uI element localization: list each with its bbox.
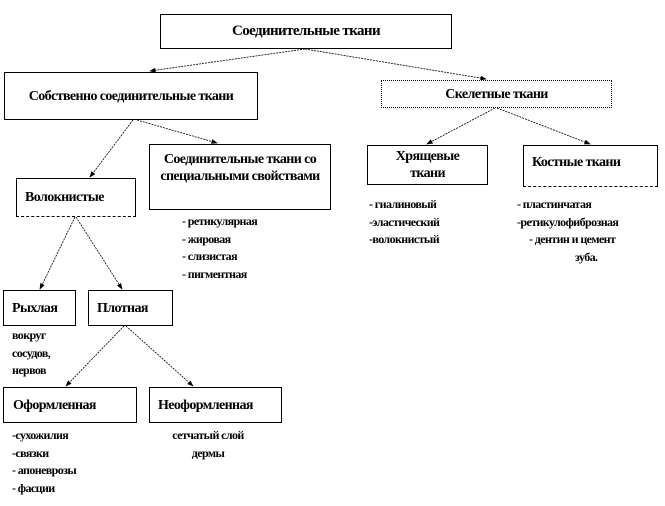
arrow-proper-fibrous	[89, 119, 134, 178]
list-item: - фасции	[12, 480, 55, 495]
list-item: -связки	[12, 445, 49, 460]
bone-box: Костные ткани	[523, 145, 658, 187]
fibrous-label: Волокнистые	[25, 190, 104, 205]
list-item: - пластинчатая	[517, 197, 592, 211]
formed-label: Оформленная	[13, 398, 96, 413]
list-item: вокруг	[12, 328, 46, 342]
bone-items: - пластинчатая -ретикулофиброзная - дент…	[517, 196, 619, 266]
bone-label: Костные ткани	[532, 155, 621, 170]
arrow-dense-unformed	[125, 325, 194, 387]
fibrous-box: Волокнистые	[16, 178, 136, 217]
list-item: - пигментная	[182, 266, 247, 281]
arrow-root-skeletal	[304, 48, 487, 81]
unformed-items: сетчатый слой дермы	[158, 427, 258, 462]
arrow-skeletal-cartilage	[426, 107, 496, 145]
list-item: -волокнистый	[369, 232, 440, 246]
loose-items: вокруг сосудов, нервов	[12, 327, 51, 380]
list-item: - дентин и цемент	[529, 232, 616, 246]
formed-list: -сухожилия -связки - апоневрозы - фасции	[12, 427, 77, 497]
list-item: - слизистая	[182, 249, 238, 263]
dense-label: Плотная	[97, 301, 148, 316]
arrow-dense-formed	[65, 325, 125, 387]
list-item: -эластический	[369, 214, 440, 229]
list-item: - ретикулярная	[182, 214, 258, 228]
list-item: - гиалиновый	[369, 197, 437, 211]
arrow-skeletal-bone	[496, 107, 591, 145]
proper-label: Собственно соединительные ткани	[28, 88, 234, 104]
unformed-box: Неоформленная	[149, 387, 282, 423]
list-item: -сухожилия	[12, 428, 69, 442]
skeletal-box: Скелетные ткани	[381, 80, 612, 108]
list-item: нервов	[12, 363, 47, 377]
dense-box: Плотная	[88, 290, 173, 326]
cartilage-box: Хрящевые ткани	[367, 145, 488, 185]
arrow-proper-special	[136, 119, 218, 144]
special-box: Соединительные ткани со специальными сво…	[149, 144, 331, 210]
special-label: Соединительные ткани со специальными сво…	[160, 152, 320, 184]
root-box: Соединительные ткани	[160, 14, 452, 49]
formed-box: Оформленная	[3, 387, 137, 423]
loose-label: Рыхлая	[12, 301, 58, 316]
proper-box: Собственно соединительные ткани	[4, 72, 258, 120]
root-label: Соединительные ткани	[231, 23, 381, 39]
special-items: - ретикулярная - жировая - слизистая - п…	[182, 213, 258, 283]
arrow-root-proper	[149, 48, 306, 73]
arrow-fibrous-dense	[75, 216, 123, 290]
list-item: сосудов,	[12, 345, 51, 360]
list-item: зуба.	[575, 249, 598, 264]
list-item: - жировая	[182, 231, 231, 246]
list-item: -ретикулофиброзная	[517, 214, 619, 229]
arrow-fibrous-loose	[39, 216, 76, 290]
skeletal-label: Скелетные ткани	[445, 86, 548, 102]
loose-box: Рыхлая	[3, 290, 76, 326]
list-item: дермы	[191, 445, 225, 460]
cartilage-items: - гиалиновый -эластический -волокнистый	[369, 196, 440, 249]
unformed-label: Неоформленная	[158, 398, 253, 413]
cartilage-label: Хрящевые ткани	[395, 149, 460, 181]
list-item: сетчатый слой	[172, 428, 244, 442]
list-item: - апоневрозы	[12, 463, 77, 477]
